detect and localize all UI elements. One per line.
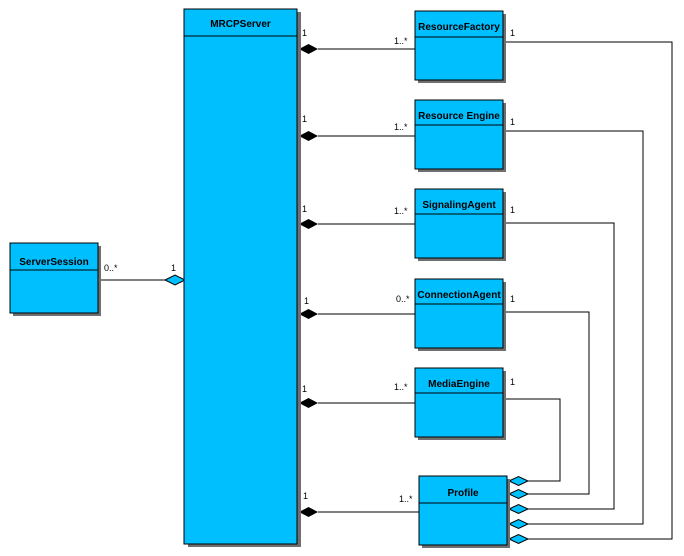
class-name-profile: Profile xyxy=(447,488,479,499)
composition-diamond xyxy=(299,219,318,229)
association-signalingagent-profile xyxy=(503,222,615,510)
aggregation-diamond xyxy=(507,503,530,515)
composition-diamond xyxy=(299,44,318,54)
association-mediaengine-profile xyxy=(503,398,561,482)
association-resourceengine-profile xyxy=(503,130,644,525)
multiplicity-label: 1 xyxy=(510,28,515,38)
multiplicity-label: 1..* xyxy=(394,36,408,46)
multiplicity-label: 1 xyxy=(302,114,307,124)
aggregation-diamond xyxy=(163,274,187,286)
class-name-resourceengine: Resource Engine xyxy=(418,111,500,122)
diamonds xyxy=(163,44,530,545)
connectors xyxy=(100,41,673,540)
class-serversession[interactable]: ServerSession xyxy=(9,242,101,316)
multiplicity-label: 1 xyxy=(510,294,515,304)
multiplicity-label: 1 xyxy=(510,205,515,215)
class-name-signalingagent: SignalingAgent xyxy=(422,200,496,211)
class-mediaengine[interactable]: MediaEngine xyxy=(414,367,506,440)
composition-diamond xyxy=(299,309,318,319)
multiplicity-label: 1..* xyxy=(394,122,408,132)
association-resourcefactory-profile xyxy=(503,41,673,540)
class-resourceengine[interactable]: Resource Engine xyxy=(414,99,506,172)
class-mrcpserver[interactable]: MRCPServer xyxy=(183,8,301,547)
multiplicity-label: 1 xyxy=(302,28,307,38)
composition-diamond xyxy=(299,131,318,141)
class-signalingagent[interactable]: SignalingAgent xyxy=(414,188,506,261)
aggregation-diamond xyxy=(507,533,530,545)
multiplicity-label: 1..* xyxy=(399,494,413,504)
class-name-connectionagent: ConnectionAgent xyxy=(417,290,501,301)
association-connectionagent-profile xyxy=(503,311,590,495)
multiplicity-label: 1 xyxy=(171,263,176,273)
composition-diamond xyxy=(299,507,318,517)
class-name-resourcefactory: ResourceFactory xyxy=(418,22,500,33)
class-name-serversession: ServerSession xyxy=(19,257,89,268)
class-name-mediaengine: MediaEngine xyxy=(428,379,490,390)
multiplicity-label: 1 xyxy=(510,117,515,127)
multiplicity-label: 1 xyxy=(303,491,308,501)
class-connectionagent[interactable]: ConnectionAgent xyxy=(414,278,506,351)
multiplicity-label: 0..* xyxy=(396,294,410,304)
multiplicity-label: 1 xyxy=(304,296,309,306)
aggregation-diamond xyxy=(507,518,530,530)
composition-diamond xyxy=(299,398,318,408)
multiplicities: 0..* 1 1 1..* 1 1 1..* 1 1 1..* 1 1 0..*… xyxy=(104,28,515,504)
multiplicity-label: 1 xyxy=(510,377,515,387)
multiplicity-label: 1 xyxy=(302,384,307,394)
multiplicity-label: 1 xyxy=(302,204,307,214)
class-profile[interactable]: Profile xyxy=(418,475,510,548)
multiplicity-label: 1..* xyxy=(394,382,408,392)
aggregation-diamond xyxy=(507,488,530,500)
multiplicity-label: 0..* xyxy=(104,263,118,273)
classes: MRCPServer ServerSession ResourceFactory… xyxy=(9,8,510,548)
class-name-mrcpserver: MRCPServer xyxy=(210,19,271,30)
class-resourcefactory[interactable]: ResourceFactory xyxy=(414,10,506,83)
aggregation-diamond xyxy=(507,475,530,487)
multiplicity-label: 1..* xyxy=(394,206,408,216)
